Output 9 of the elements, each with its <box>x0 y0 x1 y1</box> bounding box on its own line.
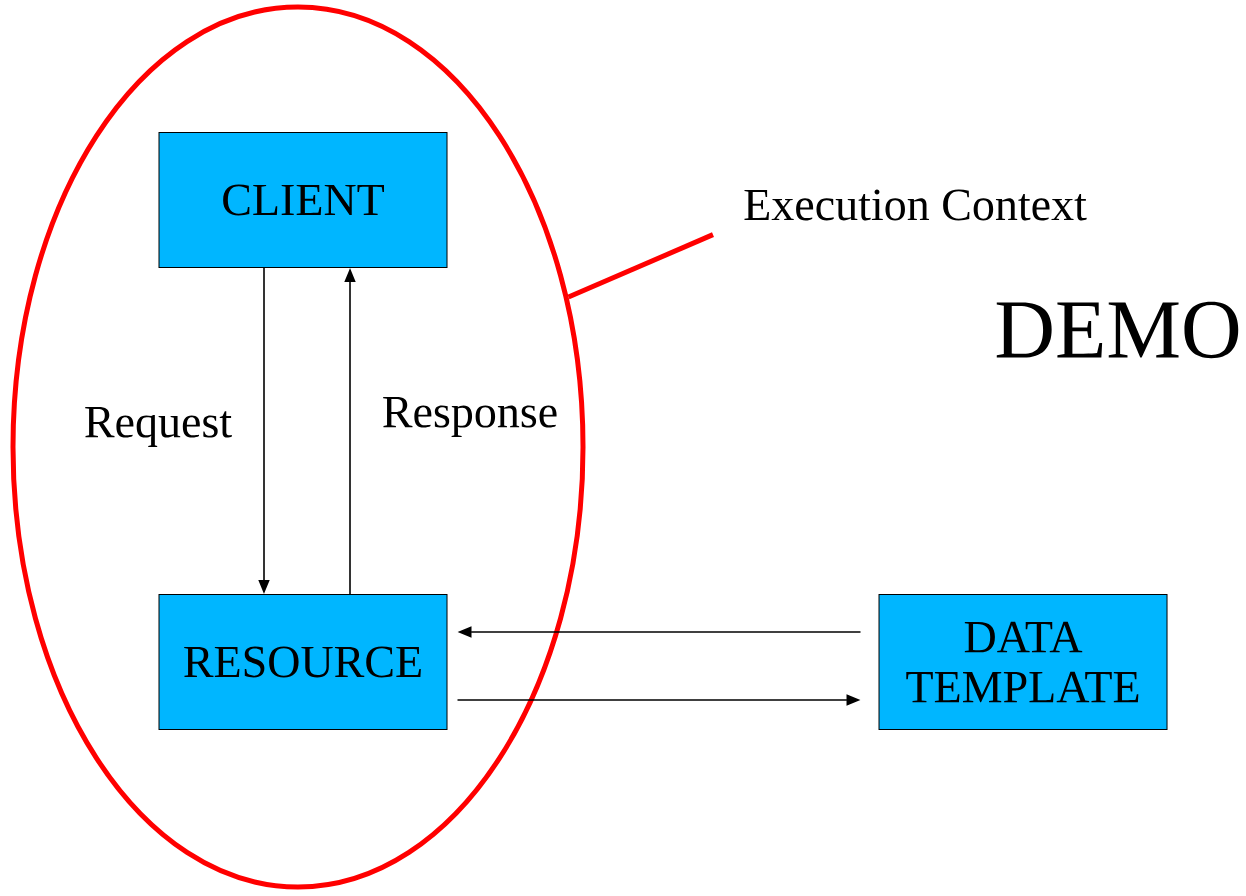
edge-label: Response <box>383 397 557 437</box>
component-box: CLIENT <box>158 132 448 268</box>
component-box: RESOURCE <box>158 594 448 730</box>
context-ellipse <box>10 4 586 890</box>
demo-label: DEMO <box>996 301 1239 359</box>
edge-label: Request <box>85 407 232 447</box>
component-box: DATA TEMPLATE <box>878 594 1168 730</box>
context-label: Execution Context <box>744 189 1087 221</box>
leader-line <box>567 232 714 300</box>
